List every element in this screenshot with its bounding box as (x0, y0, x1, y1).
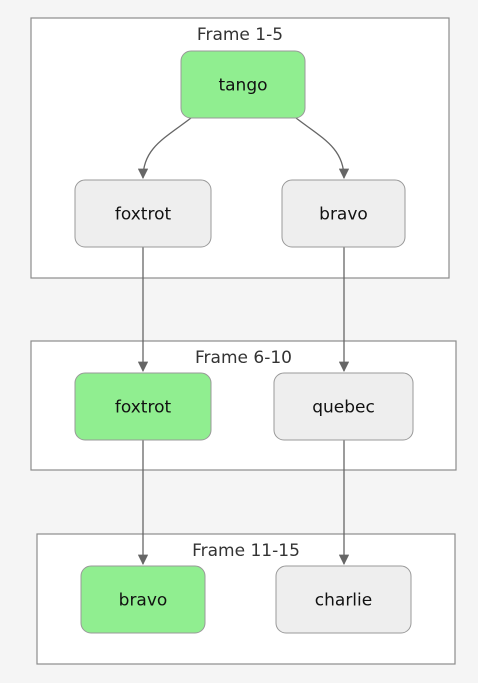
node-quebec[interactable]: quebec (273, 372, 414, 441)
node-box[interactable] (273, 372, 414, 441)
node-box[interactable] (74, 179, 212, 248)
node-label: foxtrot (115, 398, 172, 418)
node-label: bravo (119, 591, 168, 611)
node-box[interactable] (275, 565, 412, 634)
node-box[interactable] (80, 565, 206, 634)
node-bravo-b[interactable]: bravo (80, 565, 206, 634)
frame-title: Frame 11-15 (192, 541, 300, 561)
edge-tango-to-bravo-a (295, 117, 350, 180)
node-foxtrot-b[interactable]: foxtrot (74, 372, 212, 441)
node-label: tango (218, 76, 267, 96)
node-box[interactable] (281, 179, 406, 248)
frame-title: Frame 1-5 (197, 25, 283, 45)
node-foxtrot-a[interactable]: foxtrot (74, 179, 212, 248)
node-charlie[interactable]: charlie (275, 565, 412, 634)
node-label: foxtrot (115, 205, 172, 225)
node-label: charlie (315, 591, 372, 611)
node-box[interactable] (180, 50, 306, 119)
node-box[interactable] (74, 372, 212, 441)
frame-title: Frame 6-10 (195, 348, 292, 368)
node-label: bravo (319, 205, 368, 225)
node-tango[interactable]: tango (180, 50, 306, 119)
node-bravo-a[interactable]: bravo (281, 179, 406, 248)
edge-tango-to-foxtrot-a (137, 117, 192, 180)
node-label: quebec (312, 398, 375, 418)
